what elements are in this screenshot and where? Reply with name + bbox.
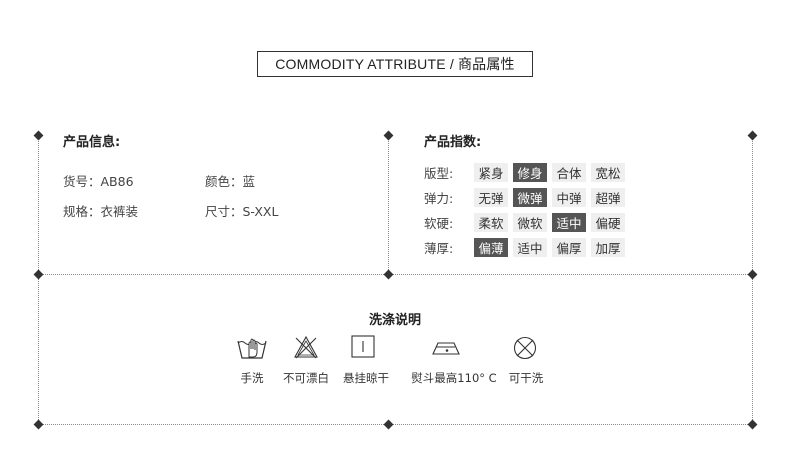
border-left	[38, 135, 39, 424]
divider-center	[388, 135, 389, 274]
iron-icon	[432, 342, 460, 355]
index-label: 弹力:	[424, 191, 454, 206]
spec-value: 规格：衣裤装	[63, 204, 139, 219]
index-option: 微软	[513, 213, 547, 232]
index-option: 偏硬	[591, 213, 625, 232]
diamond-marker	[33, 269, 43, 279]
title-english: COMMODITY ATTRIBUTE /	[275, 56, 454, 72]
wash-label-dry-clean: 可干洗	[508, 371, 544, 385]
diamond-marker	[383, 419, 393, 429]
index-option: 适中	[513, 238, 547, 257]
no-bleach-icon	[294, 335, 318, 359]
diamond-marker	[33, 130, 43, 140]
index-option: 超弹	[591, 188, 625, 207]
hang-dry-icon	[351, 335, 375, 358]
index-row-fit: 版型: 紧身 修身 合体 宽松	[424, 163, 630, 182]
index-label: 版型:	[424, 166, 454, 181]
product-info-title: 产品信息:	[63, 135, 121, 150]
color-value: 颜色：蓝	[205, 174, 256, 189]
index-option-selected: 修身	[513, 163, 547, 182]
index-label: 薄厚:	[424, 241, 454, 256]
index-option-selected: 微弹	[513, 188, 547, 207]
index-row-softness: 软硬: 柔软 微软 适中 偏硬	[424, 213, 630, 232]
wash-label-no-bleach: 不可漂白	[283, 371, 329, 385]
washing-title: 洗涤说明	[368, 313, 421, 328]
index-option: 无弹	[474, 188, 508, 207]
hand-wash-icon	[237, 338, 267, 359]
index-label: 软硬:	[424, 216, 454, 231]
index-option: 紧身	[474, 163, 508, 182]
border-right	[752, 135, 753, 424]
diamond-marker	[383, 130, 393, 140]
size-value: 尺寸：S-XXL	[205, 204, 279, 219]
diamond-marker	[33, 419, 43, 429]
wash-label-hang-dry: 悬挂晾干	[343, 371, 389, 385]
product-index-title: 产品指数:	[424, 135, 482, 150]
index-option: 加厚	[591, 238, 625, 257]
title-chinese: 商品属性	[457, 57, 515, 73]
index-row-elasticity: 弹力: 无弹 微弹 中弹 超弹	[424, 188, 630, 207]
index-option: 合体	[552, 163, 586, 182]
index-option: 偏厚	[552, 238, 586, 257]
divider-bottom	[38, 424, 752, 425]
index-option-selected: 适中	[552, 213, 586, 232]
index-option: 柔软	[474, 213, 508, 232]
diamond-marker	[747, 419, 757, 429]
diamond-marker	[747, 269, 757, 279]
dry-clean-icon	[513, 336, 537, 360]
wash-label-iron: 熨斗最高110° C	[411, 371, 497, 385]
index-option: 宽松	[591, 163, 625, 182]
diamond-marker	[747, 130, 757, 140]
index-row-thickness: 薄厚: 偏薄 适中 偏厚 加厚	[424, 238, 630, 257]
item-number: 货号：AB86	[63, 174, 134, 189]
index-option: 中弹	[552, 188, 586, 207]
wash-label-hand-wash: 手洗	[240, 371, 264, 385]
index-option-selected: 偏薄	[474, 238, 508, 257]
divider-middle	[38, 274, 752, 275]
diamond-marker	[383, 269, 393, 279]
section-title-box: COMMODITY ATTRIBUTE / 商品属性	[257, 51, 533, 77]
